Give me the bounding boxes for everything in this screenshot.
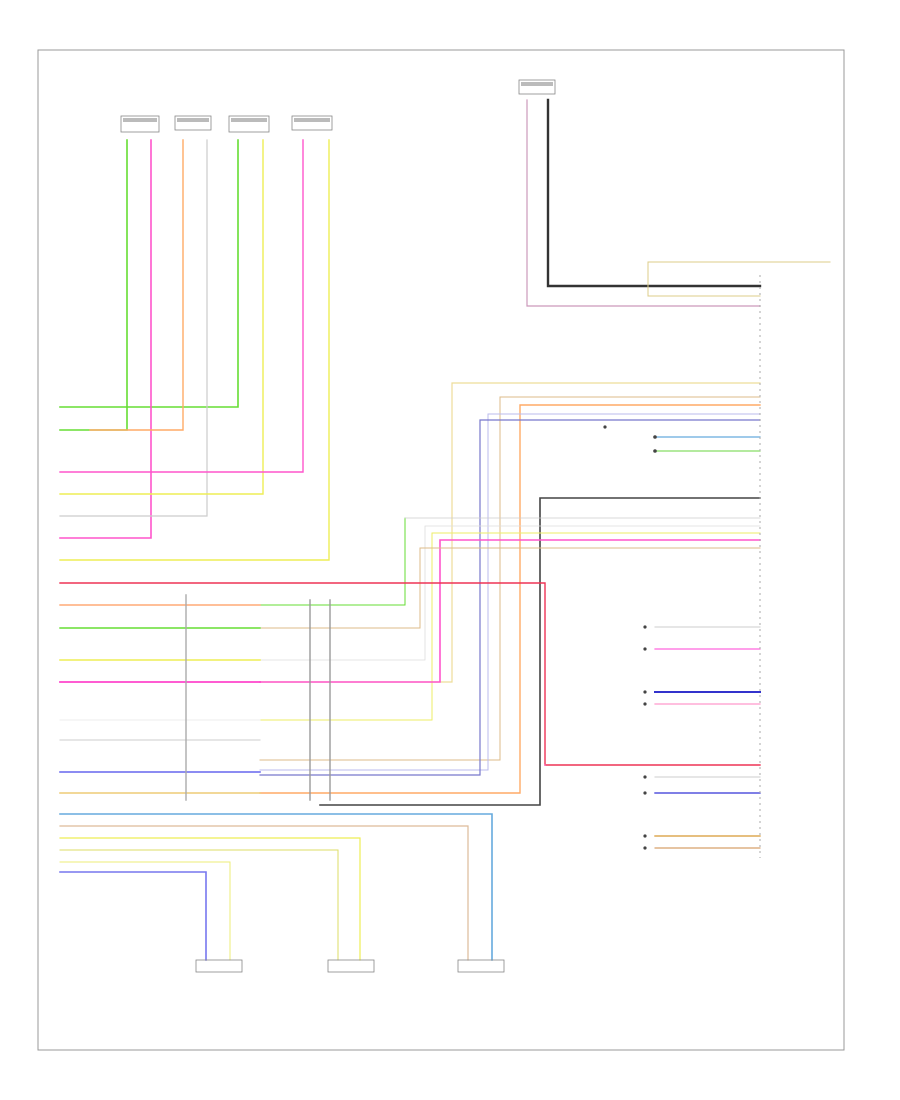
bottom-connector-b2 [327, 959, 375, 973]
wire-pink-3 [259, 539, 761, 683]
wire-tan-4 [259, 547, 761, 629]
wire-yellow-6 [59, 861, 231, 961]
wire-red-1 [59, 582, 761, 766]
bottom-connector-b1 [195, 959, 243, 973]
diagram-frame [37, 49, 845, 1051]
wire-blue-2 [59, 871, 207, 961]
wire-tan-5 [59, 825, 469, 961]
wire-lightblue-1 [59, 813, 493, 961]
bottom-connectors [195, 959, 505, 973]
wire-yellow-4 [59, 837, 361, 961]
wire-yellow-3 [259, 532, 761, 721]
wire-orange-1 [89, 139, 184, 431]
connector-c2 [174, 115, 212, 131]
connector-c5 [518, 79, 556, 95]
wire-green-1 [59, 139, 128, 431]
wire-gray-1 [59, 139, 208, 517]
wire-yellow-1 [59, 139, 264, 495]
wire-green-2 [59, 139, 239, 408]
wire-gray-2 [259, 525, 761, 661]
wire-pink-1 [59, 139, 152, 539]
wire-blue-1 [259, 419, 761, 776]
wire-green-3 [259, 517, 406, 606]
connector-c1 [120, 115, 160, 133]
wire-dark-1 [546, 98, 762, 288]
wire-tan-1 [647, 261, 831, 297]
bottom-connector-b3 [457, 959, 505, 973]
top-connectors [120, 79, 556, 133]
wire-violet-2 [259, 413, 761, 771]
wire-tan-3 [259, 396, 761, 761]
wire-orange-2 [259, 404, 761, 794]
connector-c3 [228, 115, 270, 133]
wires [59, 98, 831, 961]
wire-pink-2 [59, 139, 304, 473]
wire-yellow-2 [59, 139, 330, 561]
splice-dots [603, 425, 657, 850]
wire-yellow-5 [59, 849, 339, 961]
connector-c4 [291, 115, 333, 131]
wire-dark-2 [319, 497, 761, 806]
wire-violet-1 [526, 99, 761, 307]
